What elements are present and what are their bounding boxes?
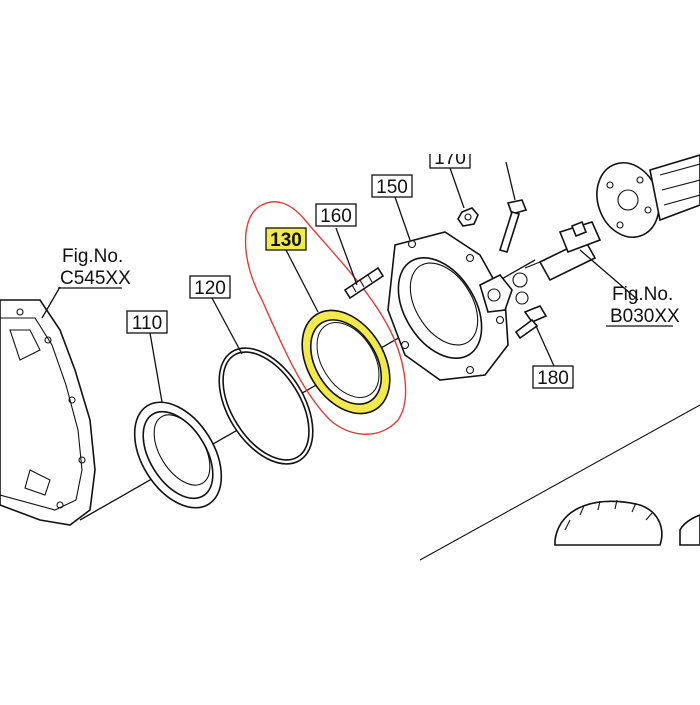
part-170-nut	[457, 207, 479, 227]
leader-120	[211, 297, 243, 355]
part-160-stud	[343, 266, 385, 300]
leader-180	[535, 325, 555, 367]
lower-axis	[419, 404, 700, 561]
leader-130	[285, 249, 319, 313]
callout-130: 130	[265, 227, 307, 251]
part-130-seal	[301, 309, 391, 415]
callout-160: 160	[315, 203, 357, 227]
svg-text:160: 160	[320, 206, 352, 227]
part-170-bolt	[498, 199, 528, 253]
svg-text:180: 180	[537, 368, 569, 389]
sensor-assembly	[512, 220, 602, 288]
leader-170a	[449, 167, 465, 209]
callout-120: 120	[189, 275, 231, 299]
part-110-seal	[133, 401, 223, 509]
leader-170b	[505, 161, 516, 201]
leader-fig-b030	[579, 249, 639, 301]
svg-text:150: 150	[376, 177, 408, 198]
figure-ref-c545: Fig.No. C545XX	[58, 246, 131, 289]
leader-fig-c545	[41, 286, 61, 319]
leader-110	[149, 332, 163, 403]
part-150-cover	[387, 231, 513, 381]
svg-text:Fig.No.: Fig.No.	[612, 284, 673, 305]
part-180-bolt	[514, 291, 548, 340]
part-120-o-ring	[218, 347, 314, 465]
shaft-gear	[596, 154, 700, 238]
callout-180: 180	[532, 365, 574, 389]
svg-text:110: 110	[132, 313, 162, 334]
label-170-clip	[428, 140, 472, 154]
leader-160	[335, 227, 358, 286]
svg-text:120: 120	[194, 278, 226, 299]
bottom-gears	[554, 499, 700, 546]
svg-text:Fig.No.: Fig.No.	[62, 246, 123, 267]
circle-mark-130	[244, 201, 407, 435]
callout-150: 150	[371, 174, 413, 198]
callout-110: 110	[126, 310, 168, 334]
svg-text:C545XX: C545XX	[60, 268, 131, 289]
transmission-housing	[0, 299, 96, 526]
svg-text:B030XX: B030XX	[610, 306, 680, 327]
figure-ref-b030: Fig.No. B030XX	[606, 284, 680, 327]
leader-150	[394, 196, 411, 241]
svg-text:130: 130	[270, 230, 302, 251]
